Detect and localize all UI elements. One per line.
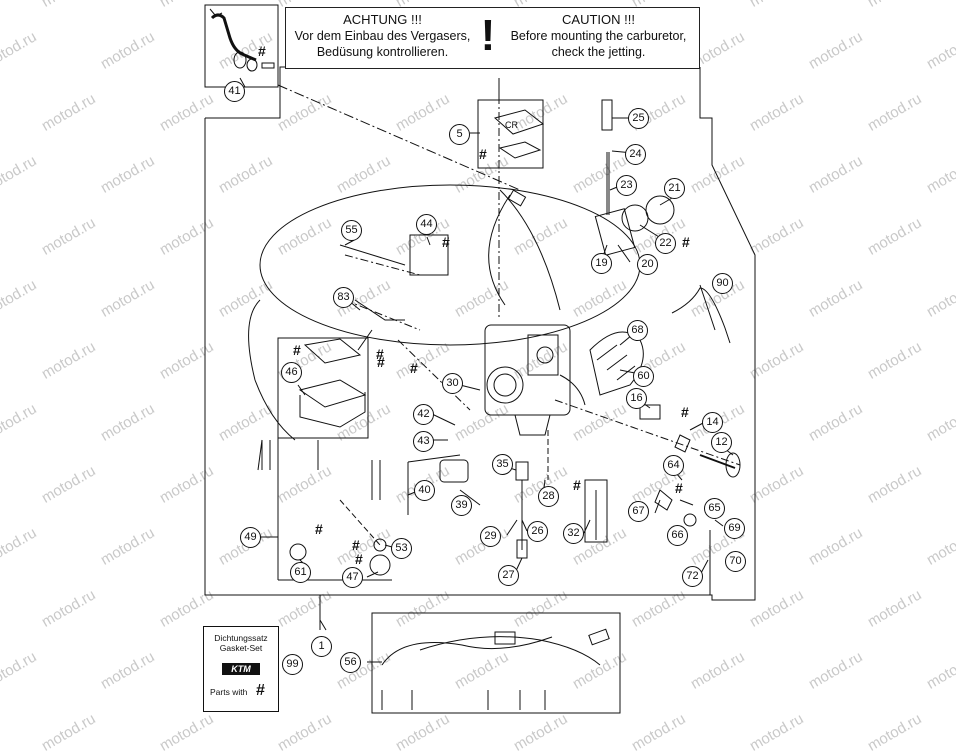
- callout-44: 44: [416, 214, 437, 235]
- hash-mark: #: [573, 477, 581, 493]
- callout-39: 39: [451, 495, 472, 516]
- callout-68: 68: [627, 320, 648, 341]
- hash-mark: #: [315, 521, 323, 537]
- english-line-1: Before mounting the carburetor,: [510, 29, 687, 43]
- callout-42: 42: [413, 404, 434, 425]
- callout-49: 49: [240, 527, 261, 548]
- gasket-set-german: Dichtungssatz: [214, 633, 268, 643]
- carburetor-line-art: CR: [204, 4, 756, 714]
- callout-61: 61: [290, 562, 311, 583]
- callout-27: 27: [498, 565, 519, 586]
- callout-29: 29: [480, 526, 501, 547]
- callout-20: 20: [637, 254, 658, 275]
- callout-21: 21: [664, 178, 685, 199]
- hash-mark: #: [377, 354, 385, 370]
- callout-1: 1: [311, 636, 332, 657]
- gasket-set-english: Gasket-Set: [219, 643, 263, 653]
- svg-text:CR: CR: [505, 120, 518, 130]
- hash-mark: #: [682, 234, 690, 250]
- callout-24: 24: [625, 144, 646, 165]
- callout-67: 67: [628, 501, 649, 522]
- callout-43: 43: [413, 431, 434, 452]
- callout-47: 47: [342, 567, 363, 588]
- caution-notice: ACHTUNG !!! Vor dem Einbau des Vergasers…: [285, 7, 700, 69]
- german-line-2: Bedüsung kontrollieren.: [316, 45, 449, 59]
- callout-72: 72: [682, 566, 703, 587]
- callout-23: 23: [616, 175, 637, 196]
- hash-mark: #: [442, 234, 450, 250]
- hash-mark: #: [675, 480, 683, 496]
- callout-22: 22: [655, 233, 676, 254]
- callout-55: 55: [341, 220, 362, 241]
- hash-mark: #: [258, 43, 266, 59]
- callout-26: 26: [527, 521, 548, 542]
- callout-35: 35: [492, 454, 513, 475]
- callout-60: 60: [633, 366, 654, 387]
- caution-german: ACHTUNG !!! Vor dem Einbau des Vergasers…: [290, 12, 475, 60]
- callout-19: 19: [591, 253, 612, 274]
- callout-46: 46: [281, 362, 302, 383]
- callout-30: 30: [442, 373, 463, 394]
- callout-64: 64: [663, 455, 684, 476]
- callout-14: 14: [702, 412, 723, 433]
- gasket-set-legend: Dichtungssatz Gasket-Set KTM Parts with …: [203, 626, 279, 712]
- callout-16: 16: [626, 388, 647, 409]
- callout-65: 65: [704, 498, 725, 519]
- callout-25: 25: [628, 108, 649, 129]
- callout-56: 56: [340, 652, 361, 673]
- callout-83: 83: [333, 287, 354, 308]
- callout-69: 69: [724, 518, 745, 539]
- callout-32: 32: [563, 523, 584, 544]
- callout-53: 53: [391, 538, 412, 559]
- english-line-2: check the jetting.: [551, 45, 646, 59]
- callout-99: 99: [282, 654, 303, 675]
- parts-with-hash: #: [256, 682, 265, 699]
- callout-12: 12: [711, 432, 732, 453]
- callout-5: 5: [449, 124, 470, 145]
- callout-90: 90: [712, 273, 733, 294]
- hash-mark: #: [479, 146, 487, 162]
- hash-mark: #: [293, 342, 301, 358]
- caution-english: CAUTION !!! Before mounting the carburet…: [501, 12, 696, 60]
- hose-group-frame: [204, 4, 279, 88]
- carburetor-body: [484, 324, 586, 436]
- english-title: CAUTION !!!: [562, 12, 635, 27]
- hash-mark: #: [681, 404, 689, 420]
- parts-with-label: Parts with: [210, 687, 248, 697]
- hash-mark: #: [352, 537, 360, 553]
- callout-66: 66: [667, 525, 688, 546]
- hash-mark: #: [410, 360, 418, 376]
- ktm-logo: KTM: [222, 663, 260, 675]
- german-line-1: Vor dem Einbau des Vergasers,: [294, 29, 471, 43]
- callout-41: 41: [224, 81, 245, 102]
- exclamation-icon: !: [480, 11, 496, 60]
- callout-40: 40: [414, 480, 435, 501]
- callout-70: 70: [725, 551, 746, 572]
- callout-28: 28: [538, 486, 559, 507]
- hash-mark: #: [355, 551, 363, 567]
- german-title: ACHTUNG !!!: [343, 12, 422, 27]
- hash-mark: #: [376, 346, 384, 362]
